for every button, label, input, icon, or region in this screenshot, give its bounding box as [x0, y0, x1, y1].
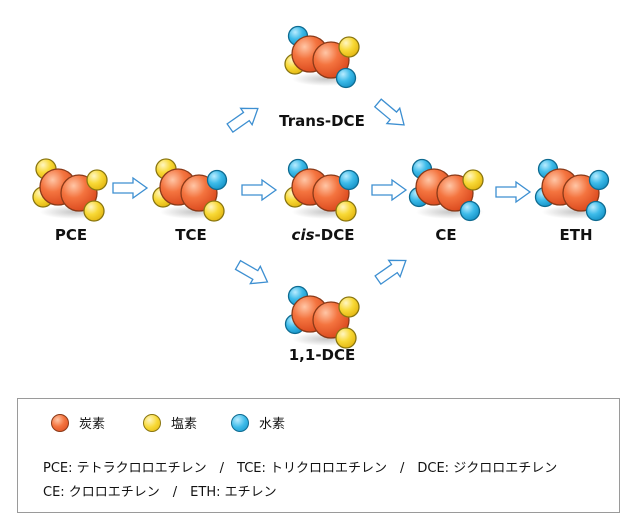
trans-dce-label: Trans-DCE [279, 112, 365, 130]
chlorine-atom [335, 327, 357, 349]
legend-box: 炭素 塩素 水素 PCE: テトラクロロエチレン / TCE: トリクロロエチレ… [17, 398, 620, 513]
dce11-label: 1,1-DCE [288, 346, 356, 364]
hydrogen-atom [335, 67, 357, 89]
abbreviation-line-2: CE: クロロエチレン / ETH: エチレン [43, 485, 277, 500]
hydrogen-atom [585, 200, 607, 222]
carbon-ball-icon [51, 413, 69, 432]
hydrogen-atom [338, 169, 360, 191]
molecule-ce [408, 158, 484, 222]
hydrogen-atom [588, 169, 610, 191]
cis-prefix: cis [291, 226, 315, 244]
arrow-pce-to-tce [112, 177, 148, 199]
hydrogen-ball-icon [231, 413, 249, 432]
arrow-ce-to-eth [495, 181, 531, 203]
ce-label: CE [435, 226, 457, 244]
legend-carbon: 炭素 [51, 413, 105, 432]
molecule-cis-dce [284, 158, 360, 222]
arrow-tce-to-cis-dce [241, 179, 277, 201]
arrow-cis-dce-to-ce [371, 179, 407, 201]
arrow-tce-to-11-dce [232, 255, 274, 292]
legend-chlorine: 塩素 [143, 413, 197, 432]
molecule-dce11 [284, 285, 360, 349]
molecule-trans-dce [284, 25, 360, 89]
chlorine-atom [338, 296, 360, 318]
arrow-11-dce-to-ce [371, 251, 413, 289]
chlorine-atom [203, 200, 225, 222]
dechlorination-pathway-diagram [32, 25, 610, 349]
tce-label: TCE [175, 226, 207, 244]
molecule-tce [152, 158, 228, 222]
legend-chlorine-label: 塩素 [171, 417, 198, 432]
chlorine-atom [462, 169, 484, 191]
abbreviation-line-1: PCE: テトラクロロエチレン / TCE: トリクロロエチレン / DCE: … [43, 461, 558, 476]
hydrogen-atom [459, 200, 481, 222]
chlorine-atom [86, 169, 108, 191]
pce-label: PCE [54, 226, 88, 244]
legend-hydrogen-label: 水素 [259, 417, 286, 432]
chlorine-atom [83, 200, 105, 222]
arrow-trans-dce-to-ce [370, 94, 412, 134]
molecule-pce [32, 158, 108, 222]
legend-hydrogen: 水素 [231, 413, 285, 432]
legend-carbon-label: 炭素 [79, 417, 106, 432]
chlorine-ball-icon [143, 413, 161, 432]
hydrogen-atom [206, 169, 228, 191]
cis-dce-label: cis-DCE [292, 226, 355, 244]
molecule-eth [534, 158, 610, 222]
cis-suffix: -DCE [314, 226, 355, 244]
chlorine-atom [335, 200, 357, 222]
arrow-tce-to-trans-dce [223, 99, 265, 137]
eth-label: ETH [559, 226, 593, 244]
chlorine-atom [338, 36, 360, 58]
